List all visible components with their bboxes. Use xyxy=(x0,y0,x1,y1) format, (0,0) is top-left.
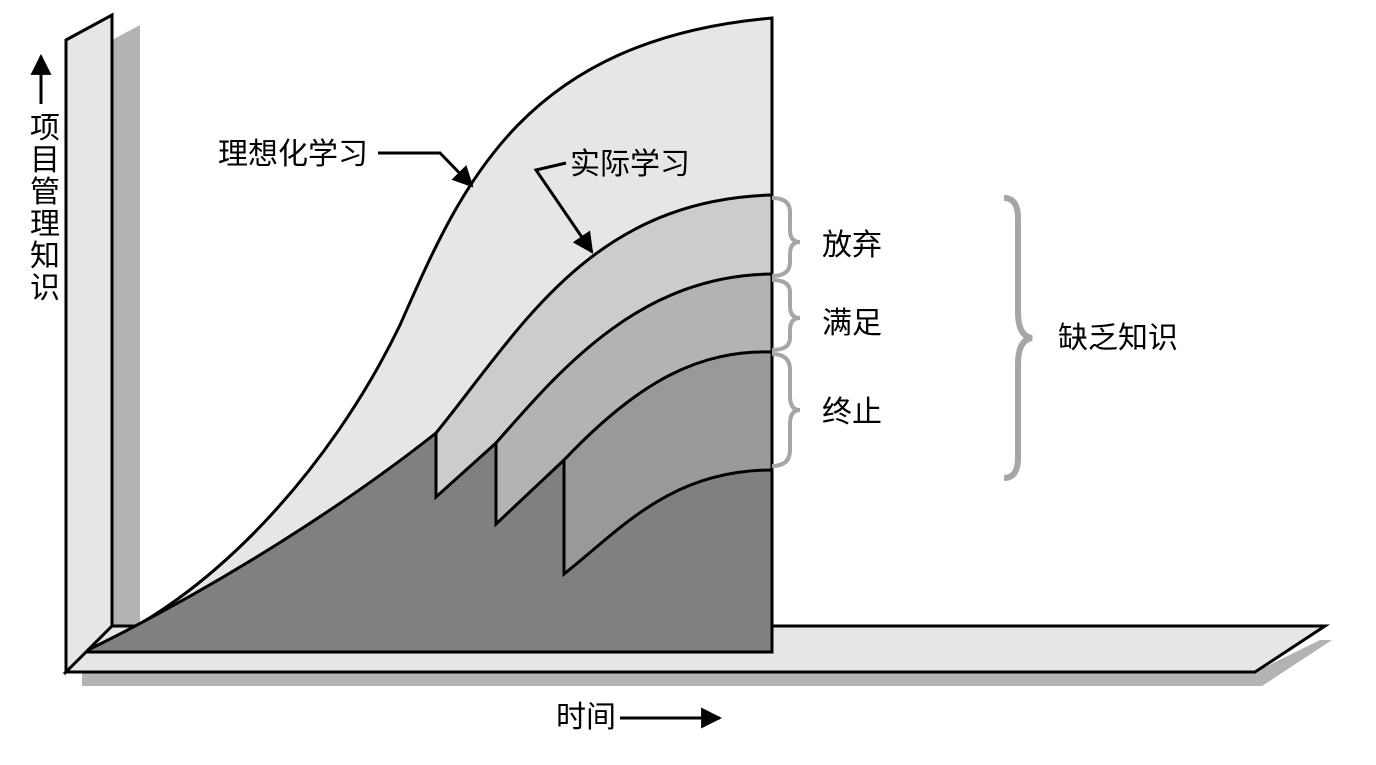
brace-abandon xyxy=(771,196,801,278)
actual-knowledge-base xyxy=(86,429,774,654)
brace-satisfied xyxy=(771,278,801,352)
y-axis-char-3: 理 xyxy=(30,207,60,242)
ideal-learning-label: 理想化学习 xyxy=(218,137,368,172)
brace-lack-of-knowledge xyxy=(1003,195,1033,481)
floor-shadow xyxy=(82,640,1332,686)
y-axis-char-4: 知 xyxy=(30,239,60,274)
satisfied-label: 满足 xyxy=(822,306,882,341)
brace-terminate xyxy=(771,352,801,468)
abandon-label: 放弃 xyxy=(822,228,882,263)
terminate-label: 终止 xyxy=(822,395,882,430)
ideal-learning-pointer xyxy=(378,151,474,188)
back-wall xyxy=(64,12,114,676)
y-axis-char-0: 项 xyxy=(30,111,60,146)
x-axis-label: 时间 xyxy=(556,700,616,735)
y-axis-char-1: 目 xyxy=(30,143,60,178)
actual-learning-pointer xyxy=(533,161,594,254)
lack-of-knowledge-label: 缺乏知识 xyxy=(1058,321,1178,356)
actual-learning-label: 实际学习 xyxy=(570,147,690,182)
back-wall-shadow xyxy=(112,25,140,628)
y-axis-char-2: 管 xyxy=(30,175,60,210)
y-axis-char-5: 识 xyxy=(30,271,60,306)
